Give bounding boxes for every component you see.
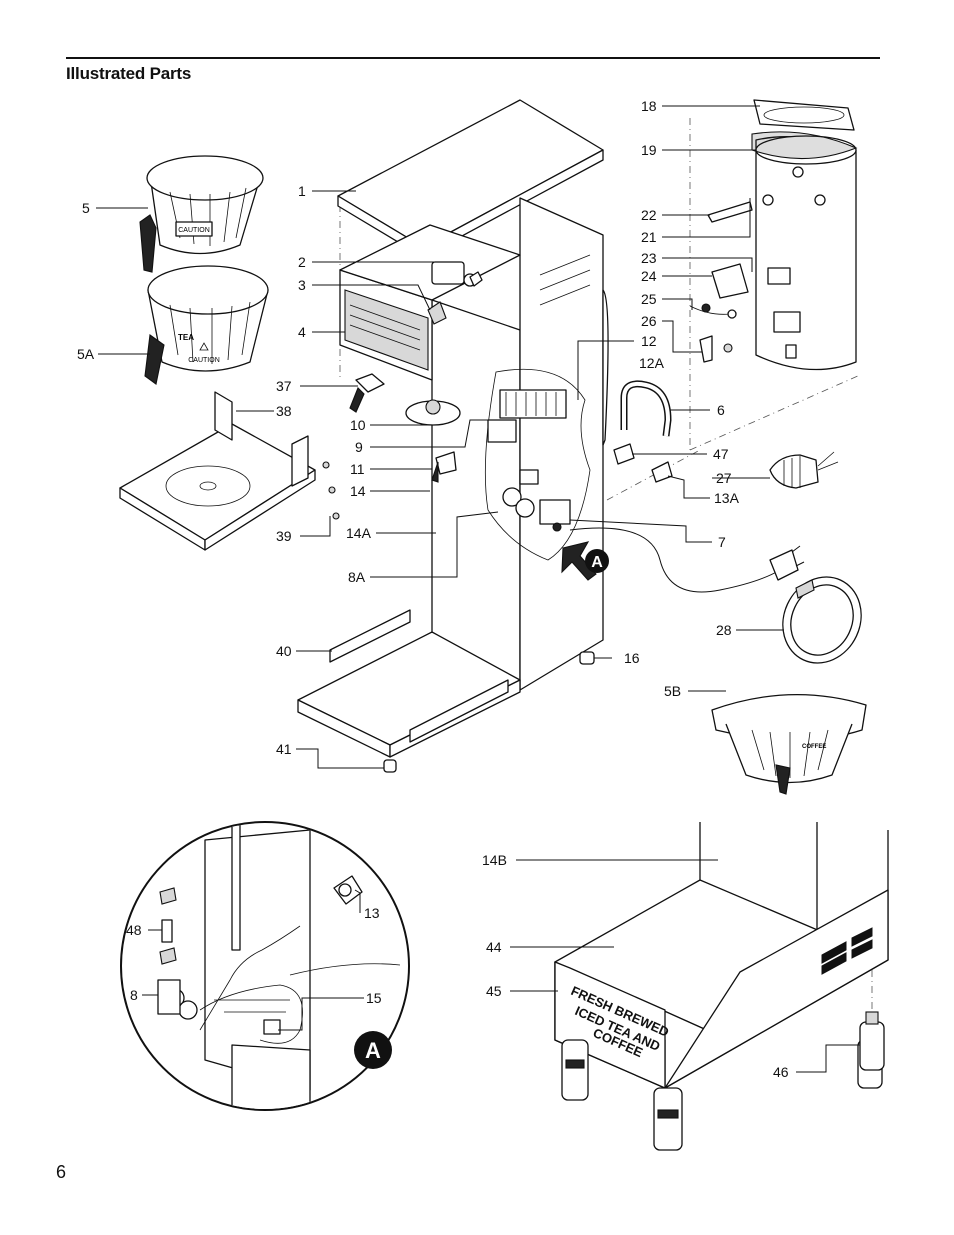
callout-18: 18 xyxy=(641,98,657,114)
callout-41: 41 xyxy=(276,741,292,757)
callout-13: 13 xyxy=(364,905,380,921)
callout-7: 7 xyxy=(718,534,726,550)
sprayhead-part xyxy=(405,399,461,426)
faucet-part xyxy=(349,373,385,413)
top-rule xyxy=(66,57,880,59)
page-title: Illustrated Parts xyxy=(66,64,192,83)
inset-marker-label: A xyxy=(365,1038,381,1063)
callout-21: 21 xyxy=(641,229,657,245)
gasket-part xyxy=(782,576,862,664)
callout-27: 27 xyxy=(716,470,732,486)
thermostat-part xyxy=(711,263,749,299)
coffee-label-funnel: COFFEE xyxy=(802,744,826,750)
detail-a-inset: A xyxy=(120,821,410,1111)
elbow-fitting-part xyxy=(613,443,673,483)
callout-16: 16 xyxy=(624,650,640,666)
dump-valve-part xyxy=(431,261,483,287)
drip-tray-part xyxy=(297,609,521,758)
callout-14b: 14B xyxy=(482,852,507,868)
callout-labels: 1 2 3 4 5 5A 37 38 10 9 11 14 39 14A 8A … xyxy=(77,98,789,1080)
callout-3: 3 xyxy=(298,277,306,293)
callout-47: 47 xyxy=(713,446,729,462)
callout-13a: 13A xyxy=(714,490,740,506)
callout-25: 25 xyxy=(641,291,657,307)
tea-label: TEA xyxy=(178,333,194,342)
callout-22: 22 xyxy=(641,207,657,223)
callout-44: 44 xyxy=(486,939,502,955)
callout-38: 38 xyxy=(276,403,292,419)
tank-assembly xyxy=(751,99,858,371)
leader-lines xyxy=(96,105,860,1073)
callout-19: 19 xyxy=(641,142,657,158)
liquid-level-sensor-part xyxy=(769,451,839,489)
spray-fitting-part xyxy=(427,301,447,325)
callout-15: 15 xyxy=(366,990,382,1006)
callout-8a: 8A xyxy=(348,569,366,585)
detail-arrow: A xyxy=(561,541,609,581)
caution-label-2: CAUTION xyxy=(188,357,220,364)
callout-45: 45 xyxy=(486,983,502,999)
callout-10: 10 xyxy=(350,417,366,433)
faucet-bracket-part xyxy=(431,451,457,483)
brew-funnel-tea: TEA CAUTION xyxy=(144,265,269,385)
brew-funnel-wide: COFFEE xyxy=(711,693,867,795)
callout-14: 14 xyxy=(350,483,366,499)
callout-5a: 5A xyxy=(77,346,95,362)
callout-24: 24 xyxy=(641,268,657,284)
inlet-hose-part xyxy=(620,380,672,437)
cutaway-components xyxy=(484,368,591,561)
screws-part xyxy=(322,461,340,520)
callout-8: 8 xyxy=(130,987,138,1003)
callout-39: 39 xyxy=(276,528,292,544)
callout-46: 46 xyxy=(773,1064,789,1080)
clip-part xyxy=(699,335,733,363)
heating-element-connector-part xyxy=(707,201,753,223)
callout-37: 37 xyxy=(276,378,292,394)
callout-28: 28 xyxy=(716,622,732,638)
callout-2: 2 xyxy=(298,254,306,270)
limit-thermostat-part xyxy=(689,303,737,319)
brew-funnel-coffee: CAUTION xyxy=(139,155,264,273)
callout-4: 4 xyxy=(298,324,306,340)
detail-marker-label: A xyxy=(591,554,603,571)
callout-48: 48 xyxy=(126,922,142,938)
power-cord-part xyxy=(569,527,805,593)
callout-5b: 5B xyxy=(664,683,681,699)
leveling-leg-part xyxy=(859,970,885,1071)
callout-5: 5 xyxy=(82,200,90,216)
callout-9: 9 xyxy=(355,439,363,455)
callout-26: 26 xyxy=(641,313,657,329)
caution-label-1: CAUTION xyxy=(178,227,210,234)
funnel-rail-part xyxy=(119,391,316,551)
callout-12: 12 xyxy=(641,333,657,349)
callout-11: 11 xyxy=(350,461,365,477)
callout-12a: 12A xyxy=(639,355,665,371)
callout-14a: 14A xyxy=(346,525,372,541)
brewer-stand: FRESH BREWED ICED TEA AND COFFEE xyxy=(554,822,889,1151)
callout-40: 40 xyxy=(276,643,292,659)
page-number: 6 xyxy=(56,1162,67,1182)
callout-1: 1 xyxy=(298,183,306,199)
callout-23: 23 xyxy=(641,250,657,266)
callout-6: 6 xyxy=(717,402,725,418)
